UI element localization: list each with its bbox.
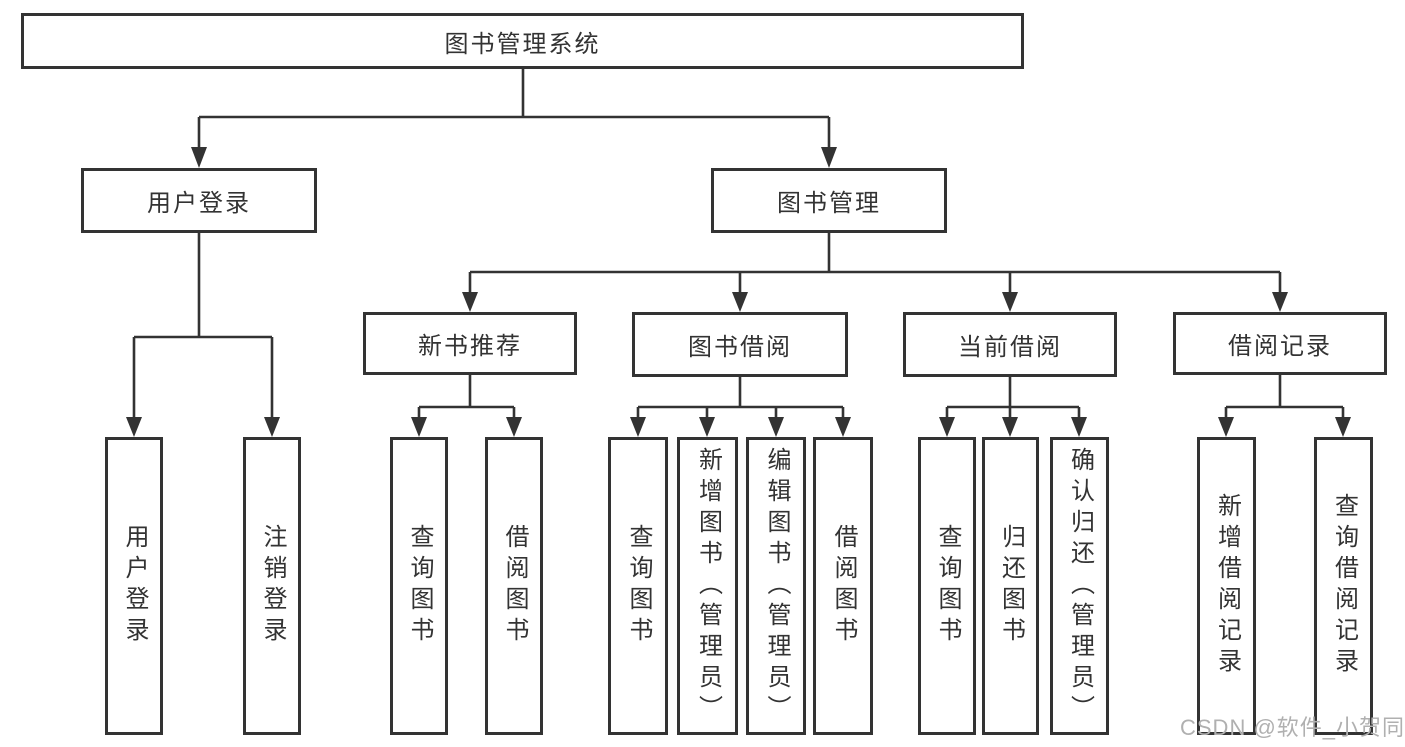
node-leaf-logout: 注销登录 [243,437,301,735]
node-label: 图书管理系统 [444,30,601,58]
arrowheads [126,147,1351,437]
node-leaf-user-login: 用户登录 [105,437,163,735]
node-book-borrow: 图书借阅 [632,312,848,377]
node-leaf-query-books-1: 查询图书 [390,437,448,735]
node-leaf-query-borrow-record: 查询借阅记录 [1314,437,1373,735]
node-label: 查询图书 [406,524,433,648]
node-leaf-borrow-books-1: 借阅图书 [485,437,543,735]
node-leaf-confirm-return-admin: 确认归还（管理员） [1050,437,1109,735]
node-label: 新书推荐 [418,333,522,360]
node-label: 借阅图书 [501,524,528,648]
node-leaf-borrow-books-2: 借阅图书 [813,437,873,735]
node-label: 用户登录 [147,190,251,217]
node-root-system: 图书管理系统 [21,13,1024,69]
node-borrow-records: 借阅记录 [1173,312,1387,375]
node-label: 编辑图书（管理员） [763,446,790,726]
csdn-watermark: CSDN @软件_小贺同学 [1180,715,1405,740]
node-user-login-module: 用户登录 [81,168,317,233]
node-label: 借阅图书 [830,524,857,648]
node-new-book-recommend: 新书推荐 [363,312,577,375]
node-leaf-add-book-admin: 新增图书（管理员） [677,437,738,735]
node-leaf-return-book: 归还图书 [982,437,1039,735]
node-label: 归还图书 [997,524,1025,648]
node-label: 新增借阅记录 [1213,493,1241,679]
node-label: 注销登录 [259,524,286,648]
node-label: 图书管理 [777,190,881,217]
node-label: 借阅记录 [1228,333,1332,360]
node-leaf-query-books-3: 查询图书 [918,437,976,735]
node-label: 图书借阅 [688,334,792,361]
node-leaf-edit-book-admin: 编辑图书（管理员） [746,437,806,735]
node-label: 新增图书（管理员） [694,446,722,726]
node-leaf-add-borrow-record: 新增借阅记录 [1197,437,1256,735]
node-label: 查询借阅记录 [1330,493,1358,679]
node-label: 确认归还（管理员） [1066,446,1094,726]
node-label: 查询图书 [625,524,652,648]
node-leaf-query-books-2: 查询图书 [608,437,668,735]
node-book-management-module: 图书管理 [711,168,947,233]
node-label: 用户登录 [121,524,148,648]
node-label: 查询图书 [934,524,961,648]
node-current-borrow: 当前借阅 [903,312,1117,377]
node-label: 当前借阅 [958,334,1062,361]
